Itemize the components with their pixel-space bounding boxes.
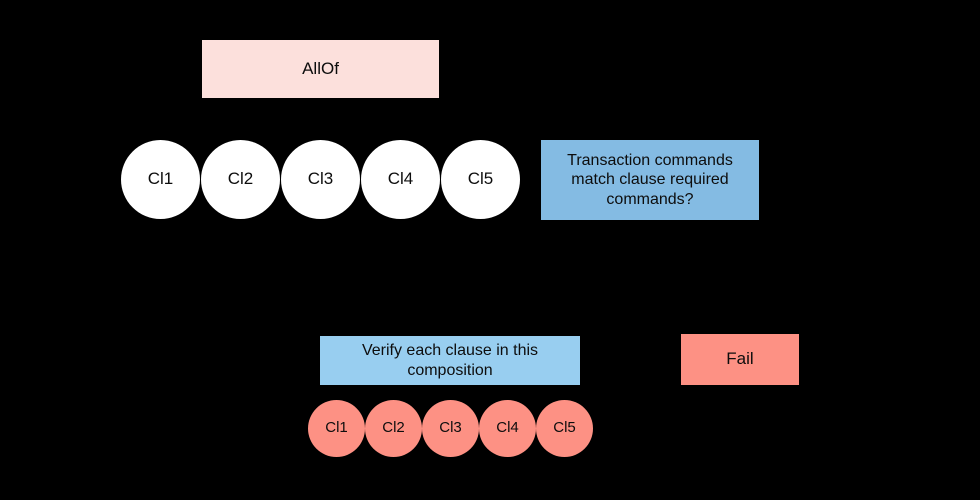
allof-node[interactable]: AllOf xyxy=(202,40,439,98)
clause-node-bottom-4[interactable]: Cl4 xyxy=(479,400,536,457)
clause-node-top-2[interactable]: Cl2 xyxy=(201,140,280,219)
clause-node-top-5[interactable]: Cl5 xyxy=(441,140,520,219)
clause-node-bottom-5[interactable]: Cl5 xyxy=(536,400,593,457)
clause-node-top-3[interactable]: Cl3 xyxy=(281,140,360,219)
clause-node-bottom-1[interactable]: Cl1 xyxy=(308,400,365,457)
clause-node-top-1[interactable]: Cl1 xyxy=(121,140,200,219)
clause-node-bottom-2[interactable]: Cl2 xyxy=(365,400,422,457)
clause-node-top-4[interactable]: Cl4 xyxy=(361,140,440,219)
decision-node-command-match[interactable]: Transaction commands match clause requir… xyxy=(541,140,759,220)
clause-node-bottom-3[interactable]: Cl3 xyxy=(422,400,479,457)
fail-node[interactable]: Fail xyxy=(681,334,799,385)
verify-node-composition[interactable]: Verify each clause in this composition xyxy=(320,336,580,385)
